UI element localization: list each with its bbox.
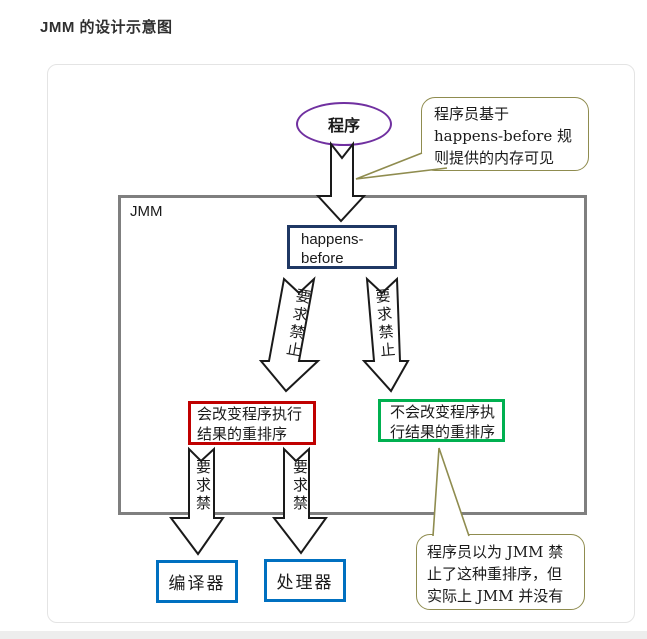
program-ellipse: 程序: [296, 102, 392, 146]
happens-before-line: before: [301, 250, 344, 267]
happens-before-box: happens- before: [287, 225, 397, 269]
arrow-label-lower-right: 要求禁: [291, 459, 309, 513]
jmm-label: JMM: [130, 203, 163, 220]
program-label: 程序: [327, 116, 360, 135]
callout-bottom-line: 实际上 JMM 并没有: [427, 587, 564, 605]
no-change-result-line: 不会改变程序执: [390, 403, 496, 421]
changes-result-box: 会改变程序执行 结果的重排序: [188, 401, 316, 445]
arrow-label-lower-left: 要求禁: [194, 459, 212, 513]
diagram-panel: 程序 程序员基于 happens-before 规 则提供的内存可见 JMM h…: [47, 64, 635, 623]
callout-top-line: 程序员基于: [434, 105, 510, 123]
happens-before-line: happens-: [301, 231, 364, 248]
no-change-result-line: 行结果的重排序: [390, 423, 496, 441]
callout-bottom-line: 程序员以为 JMM 禁: [427, 543, 564, 561]
callout-top: 程序员基于 happens-before 规 则提供的内存可见: [421, 97, 589, 171]
callout-top-line: 则提供的内存可见: [434, 149, 555, 167]
compiler-label: 编译器: [168, 574, 226, 594]
no-change-result-box: 不会改变程序执 行结果的重排序: [378, 399, 505, 442]
processor-box: 处理器: [264, 559, 346, 602]
callout-bottom-line: 止了这种重排序，但: [427, 565, 563, 583]
callout-top-line: happens-before 规: [434, 127, 572, 145]
processor-label: 处理器: [276, 573, 334, 593]
page-title: JMM 的设计示意图: [40, 19, 173, 36]
compiler-box: 编译器: [156, 560, 238, 603]
changes-result-line: 结果的重排序: [197, 425, 288, 443]
page-bottom-strip: [0, 631, 647, 639]
callout-bottom: 程序员以为 JMM 禁 止了这种重排序，但 实际上 JMM 并没有: [416, 534, 585, 610]
changes-result-line: 会改变程序执行: [197, 405, 303, 423]
